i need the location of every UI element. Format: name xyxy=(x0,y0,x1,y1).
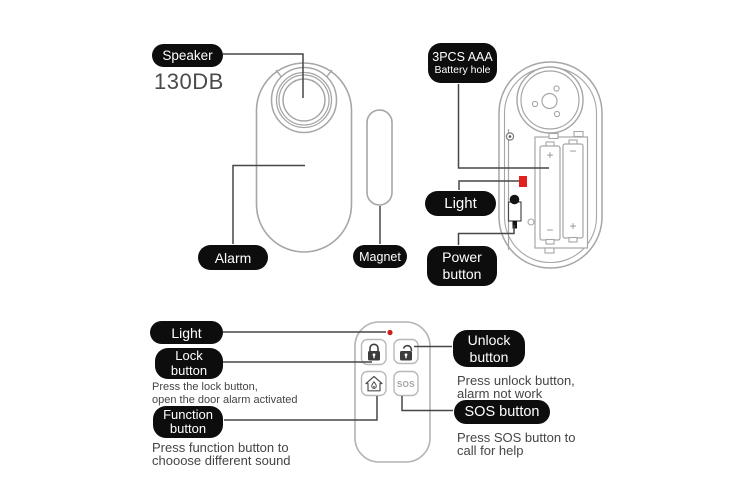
function-connector xyxy=(224,396,378,421)
connector-lines xyxy=(223,53,549,421)
remote-light-label: Light xyxy=(150,321,223,344)
alarm-connector xyxy=(232,164,305,244)
clip-tab xyxy=(548,132,559,140)
power-switch-knob xyxy=(509,194,520,205)
battery-left-top-polarity: + xyxy=(546,148,554,162)
alarm-back-view xyxy=(498,61,603,269)
lock-closed-icon xyxy=(368,343,380,361)
sos-button-label: SOS button xyxy=(454,400,550,424)
function-button-label: Function button xyxy=(153,406,223,438)
home-sound-icon xyxy=(365,375,383,392)
speaker-label: Speaker xyxy=(152,44,223,67)
volume-text: 130DB xyxy=(154,69,224,94)
function-description: Press function button to chooose differe… xyxy=(152,440,291,468)
clip-tab xyxy=(544,247,555,254)
unlock-description: Press unlock button, alarm not work xyxy=(457,373,575,401)
power-switch xyxy=(507,201,522,222)
speaker-outer-ring xyxy=(270,66,338,134)
power-button-label: Power button xyxy=(427,246,497,286)
center-hole xyxy=(541,92,558,110)
sos-key-text: SOS xyxy=(396,379,416,389)
clip-tab xyxy=(573,130,584,138)
sos-description: Press SOS button to call for help xyxy=(457,430,576,458)
battery-hole-label: 3PCS AAA Battery hole xyxy=(428,43,497,83)
lock-open-icon xyxy=(400,344,413,361)
screw-hole xyxy=(527,218,535,226)
unlock-button-label: Unlock button xyxy=(453,330,525,367)
light-back-connector xyxy=(458,180,519,190)
battery-right-bottom-polarity: + xyxy=(569,219,577,233)
notch-left xyxy=(275,69,282,77)
speaker-inner-ring xyxy=(282,78,326,122)
magnet-label: Magnet xyxy=(353,245,407,268)
lock-description: Press the lock button, open the door ala… xyxy=(152,381,298,406)
battery-left-bottom-polarity: − xyxy=(546,223,554,237)
power-connector xyxy=(457,225,515,245)
notch-right xyxy=(326,69,333,77)
alarm-label: Alarm xyxy=(198,245,268,270)
speaker-back xyxy=(516,66,584,134)
alarm-front-view xyxy=(255,62,393,253)
remote-led-dot xyxy=(387,329,393,336)
battery-connector xyxy=(457,84,549,169)
lock-button-label: Lock button xyxy=(155,348,223,379)
sos-button-key xyxy=(393,370,419,397)
sos-connector xyxy=(401,396,453,412)
magnet-part xyxy=(366,109,393,206)
remote-control xyxy=(354,321,431,463)
led-indicator xyxy=(519,176,527,187)
battery-right-top-polarity: − xyxy=(569,144,577,158)
light-back-label: Light xyxy=(425,191,496,216)
speaker-connector xyxy=(223,53,304,98)
